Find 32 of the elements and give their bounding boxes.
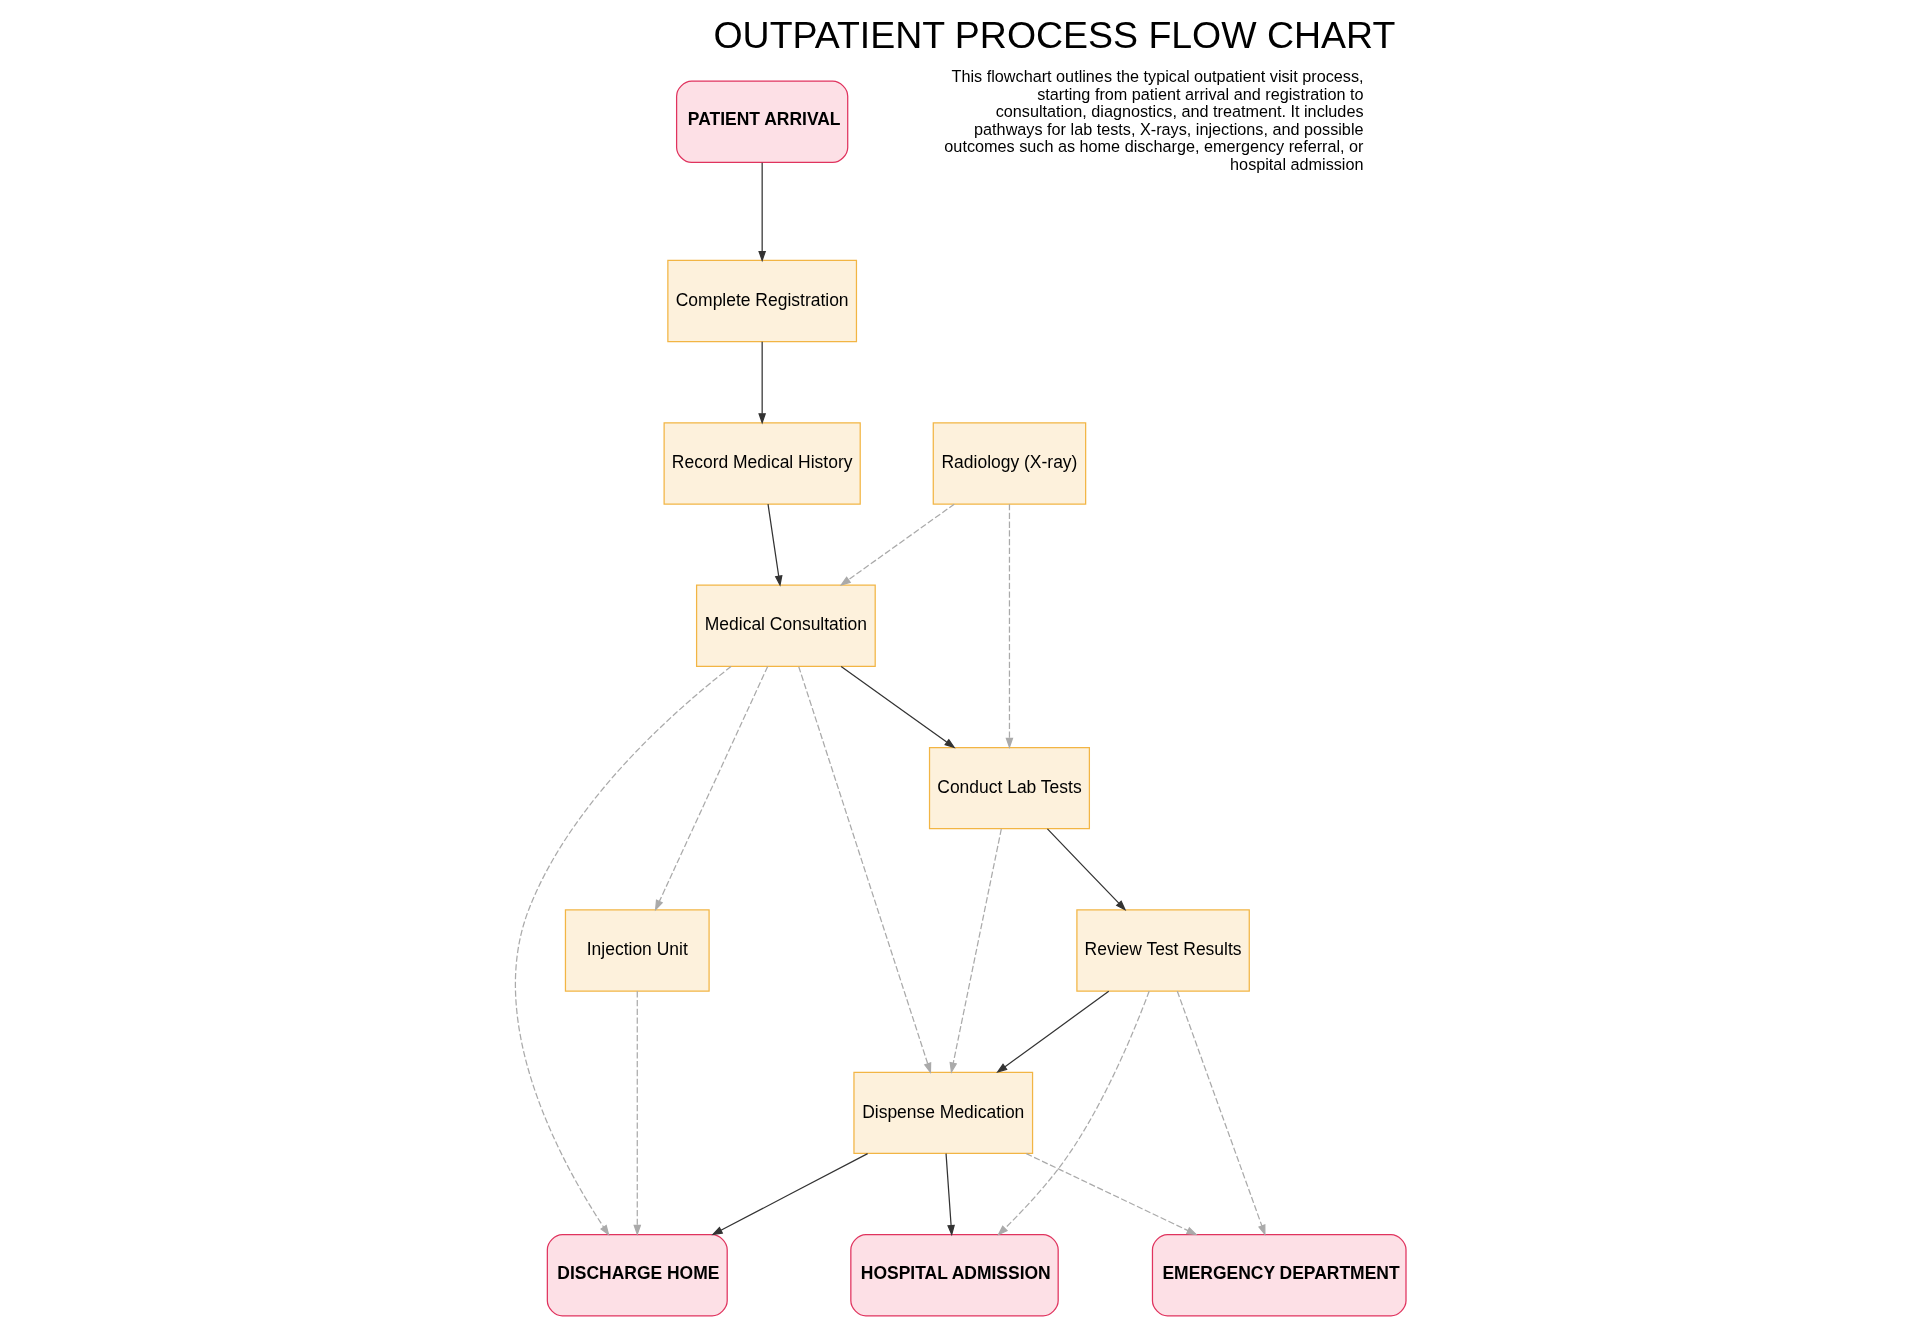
- arrow: [839, 503, 955, 587]
- arrow: [710, 1153, 868, 1236]
- node-box: Medical Consultation: [695, 584, 876, 667]
- arrow: [1176, 990, 1266, 1236]
- node-box: DISCHARGE HOME: [546, 1234, 728, 1317]
- node-box: PATIENT ARRIVAL: [675, 80, 848, 164]
- arrow: [996, 990, 1150, 1236]
- arrow: [1046, 828, 1126, 911]
- label: This flowchart outlines the typical outpatient visit process, starting from patient arrival and registration to consultation, diagnostics, and treatment. It includes pathways for lab tests, X-rays, injections, and possible outcomes such as home discharge, emergency referral, or hospital admission: [943, 67, 1364, 173]
- arrow: [797, 666, 931, 1074]
- arrow: [944, 1153, 955, 1237]
- arrow: [1005, 503, 1013, 749]
- node-box: Record Medical History: [663, 422, 861, 505]
- arrow: [766, 503, 783, 587]
- arrow: [995, 990, 1109, 1074]
- arrow: [1025, 1153, 1198, 1236]
- arrow: [514, 665, 732, 1237]
- node-box: Review Test Results: [1075, 909, 1250, 992]
- node-box: Complete Registration: [666, 259, 857, 343]
- arrow: [840, 665, 956, 749]
- node-box: HOSPITAL ADMISSION: [849, 1234, 1059, 1317]
- node-box: Injection Unit: [564, 909, 710, 992]
- arrow: [654, 665, 768, 912]
- node-box: EMERGENCY DEPARTMENT: [1151, 1234, 1407, 1317]
- node-box: Dispense Medication: [852, 1071, 1033, 1155]
- diagram-title: OUTPATIENT PROCESS FLOW CHART: [712, 14, 1395, 57]
- arrow: [632, 990, 641, 1237]
- arrow: [948, 828, 1002, 1074]
- node-box: Conduct Lab Tests: [928, 746, 1090, 830]
- arrow: [757, 162, 766, 263]
- arrow: [757, 341, 766, 425]
- node-box: Radiology (X-ray): [932, 422, 1086, 505]
